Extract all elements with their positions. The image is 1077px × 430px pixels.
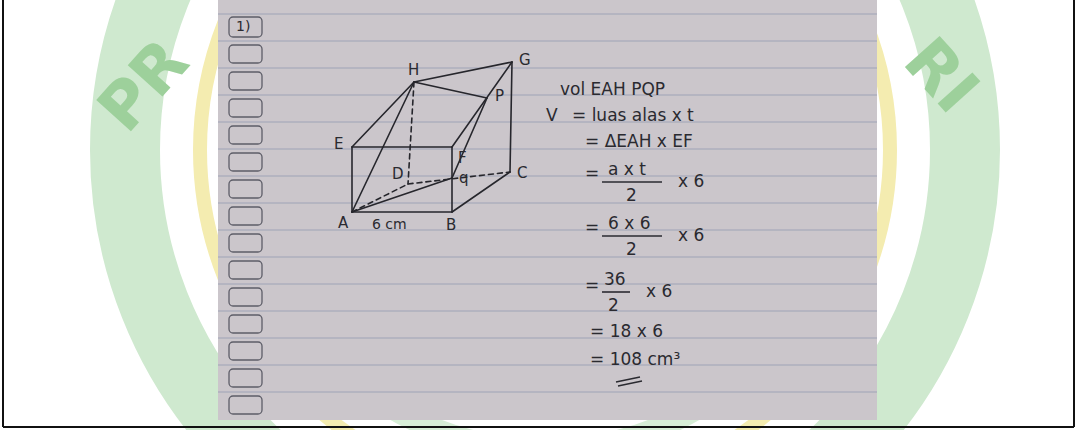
vertex-label: E (334, 136, 343, 153)
dimension-label: 6 cm (372, 217, 407, 232)
question-number: 1) (236, 19, 250, 34)
working-line: vol EAH PQP (560, 80, 665, 99)
working-line: x 6 (678, 172, 704, 191)
margin-boxes (229, 17, 262, 414)
working-line: V (546, 106, 558, 125)
working-line: = 108 cm³ (590, 350, 680, 369)
working-line: = (585, 218, 599, 237)
underline-mark (616, 377, 642, 386)
fraction-bars (602, 182, 662, 292)
vertex-label: B (446, 217, 456, 234)
working-line: = 18 x 6 (590, 322, 663, 341)
fraction-numerator: 6 x 6 (608, 214, 651, 233)
watermark-logo (125, 0, 965, 430)
vertex-label: G (519, 52, 531, 69)
fraction-numerator: a x t (608, 160, 646, 179)
fraction-numerator: 36 (604, 270, 626, 289)
working-line: x 6 (646, 282, 672, 301)
vertex-label: P (495, 88, 504, 105)
vertex-label: A (338, 215, 348, 232)
fraction-denominator: 2 (626, 186, 637, 205)
working-line: = (585, 164, 599, 183)
ruled-lines (218, 14, 877, 392)
paper (218, 0, 877, 420)
cube-figure (352, 62, 512, 212)
working-line: = ΔEAH x EF (585, 132, 693, 151)
vertex-label: F (458, 150, 467, 167)
vertex-label: q (459, 170, 469, 187)
frame (3, 0, 1074, 427)
working-line: x 6 (678, 226, 704, 245)
vertex-label: H (408, 62, 419, 79)
vertex-label: C (517, 165, 527, 182)
vertex-label: D (392, 166, 404, 183)
working-line: = (585, 276, 599, 295)
working-line: = luas alas x t (572, 106, 694, 125)
fraction-denominator: 2 (608, 296, 619, 315)
fraction-denominator: 2 (626, 240, 637, 259)
